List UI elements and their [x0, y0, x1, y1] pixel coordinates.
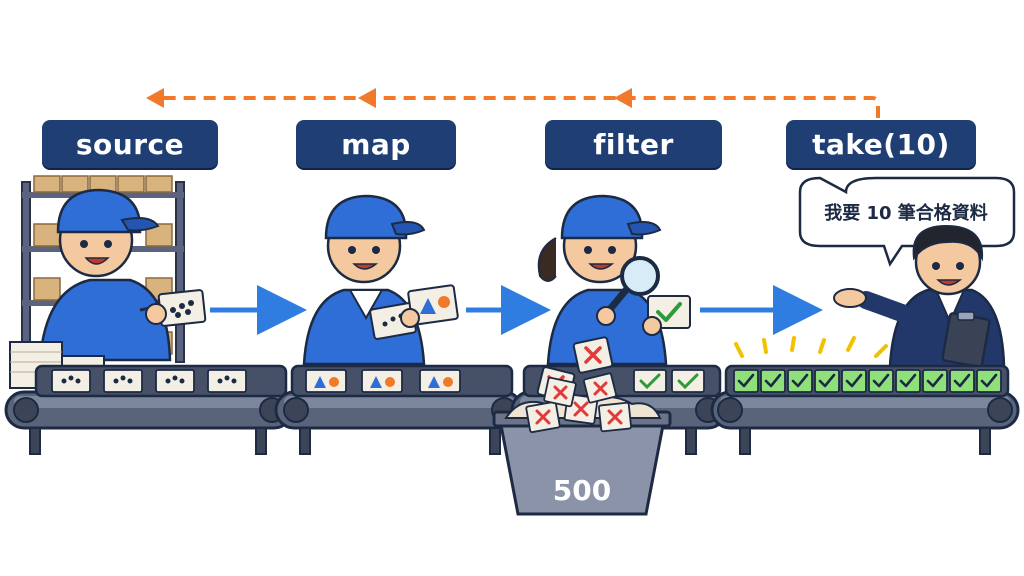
- stage-label-filter: filter: [545, 120, 722, 168]
- dots-card-icon: [157, 289, 207, 327]
- success-sparkles: [734, 336, 888, 358]
- belt-dots-cards: [51, 369, 247, 393]
- result-check-card: [841, 369, 867, 393]
- result-check-card: [949, 369, 975, 393]
- conveyor-take: [710, 364, 1020, 455]
- result-check-card: [976, 369, 1002, 393]
- feedback-arrowhead-map: [358, 88, 376, 108]
- speech-bubble-text: 我要 10 筆合格資料: [824, 202, 988, 224]
- feedback-arrowhead-source: [146, 88, 164, 108]
- stage-label-map: map: [296, 120, 456, 168]
- result-check-card: [814, 369, 840, 393]
- result-check-card: [868, 369, 894, 393]
- reject-count: 500: [553, 474, 611, 507]
- stage-label-source: source: [42, 120, 218, 168]
- result-check-card: [787, 369, 813, 393]
- x-card-icon: [525, 372, 632, 433]
- feedback-arrow: [146, 88, 880, 118]
- source-worker: [38, 188, 172, 362]
- belt-check-cards: [633, 369, 705, 393]
- result-check-card: [760, 369, 786, 393]
- stage-label-take: take(10): [786, 120, 976, 168]
- feedback-arrowhead-filter: [614, 88, 632, 108]
- result-check-card: [895, 369, 921, 393]
- conveyor-source: [4, 364, 294, 455]
- map-worker: [302, 194, 426, 366]
- result-check-card: [733, 369, 759, 393]
- result-cards: [733, 369, 1002, 393]
- result-check-card: [922, 369, 948, 393]
- belt-shapes-cards: [305, 369, 461, 393]
- clipboard-icon: [941, 311, 991, 368]
